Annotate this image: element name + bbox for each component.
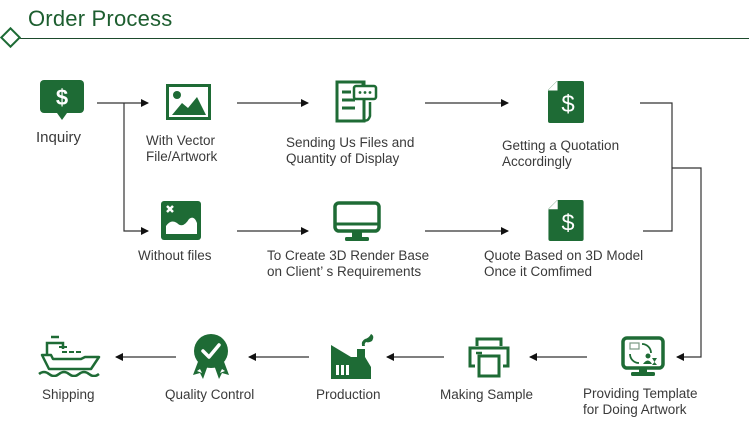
dollar-document-icon: $: [548, 200, 584, 241]
page-title: Order Process: [28, 6, 173, 31]
step-label: Production: [316, 387, 381, 402]
step-label-line: Accordingly: [502, 154, 572, 169]
broken-image-icon: [161, 201, 201, 240]
connector-inquiry-to-without-files: [123, 103, 149, 235]
svg-text:$: $: [561, 91, 574, 118]
step-label: Without files: [138, 248, 212, 263]
quality-badge-icon: [193, 334, 229, 379]
step-label-line: Quantity of Display: [286, 151, 400, 166]
step-label: To Create 3D Render Base on Client’ s Re…: [267, 248, 429, 280]
step-label-line: Providing Template: [583, 386, 698, 401]
step-label-line: for Doing Artwork: [583, 402, 687, 417]
step-label: With Vector File/Artwork: [146, 133, 217, 165]
svg-text:$: $: [561, 209, 574, 235]
step-label-line: on Client’ s Requirements: [267, 264, 422, 279]
printer-icon: [468, 337, 510, 378]
step-label: Making Sample: [440, 387, 534, 402]
monitor-icon: [333, 201, 381, 241]
step-label: Inquiry: [36, 129, 82, 146]
connector-quotes-merge: [640, 102, 673, 232]
step-label-line: With Vector: [146, 133, 216, 148]
step-label: Providing Template for Doing Artwork: [583, 386, 698, 418]
dollar-speech-bubble-icon: $: [40, 80, 84, 120]
document-chat-icon: [335, 80, 378, 123]
monitor-sync-user-icon: [621, 336, 665, 376]
svg-text:$: $: [56, 85, 68, 110]
dollar-document-icon: $: [548, 81, 584, 123]
factory-icon: [331, 334, 374, 379]
step-label: Getting a Quotation Accordingly: [502, 138, 619, 170]
title-divider: [14, 38, 749, 39]
step-label: Sending Us Files and Quantity of Display: [286, 135, 414, 167]
step-label: Shipping: [42, 387, 95, 402]
step-label: Quote Based on 3D Model Once it Comfimed: [484, 248, 643, 280]
step-label: Quality Control: [165, 387, 255, 402]
step-label-line: Once it Comfimed: [484, 264, 593, 279]
image-icon: [166, 84, 211, 120]
ship-icon: [38, 335, 101, 377]
step-label-line: To Create 3D Render Base: [267, 248, 430, 263]
step-label-line: Quote Based on 3D Model: [484, 248, 644, 263]
step-label-line: Getting a Quotation: [502, 138, 620, 153]
step-label-line: Sending Us Files and: [286, 135, 415, 150]
connector-merge-to-template: [672, 167, 702, 361]
step-label-line: File/Artwork: [146, 149, 218, 164]
